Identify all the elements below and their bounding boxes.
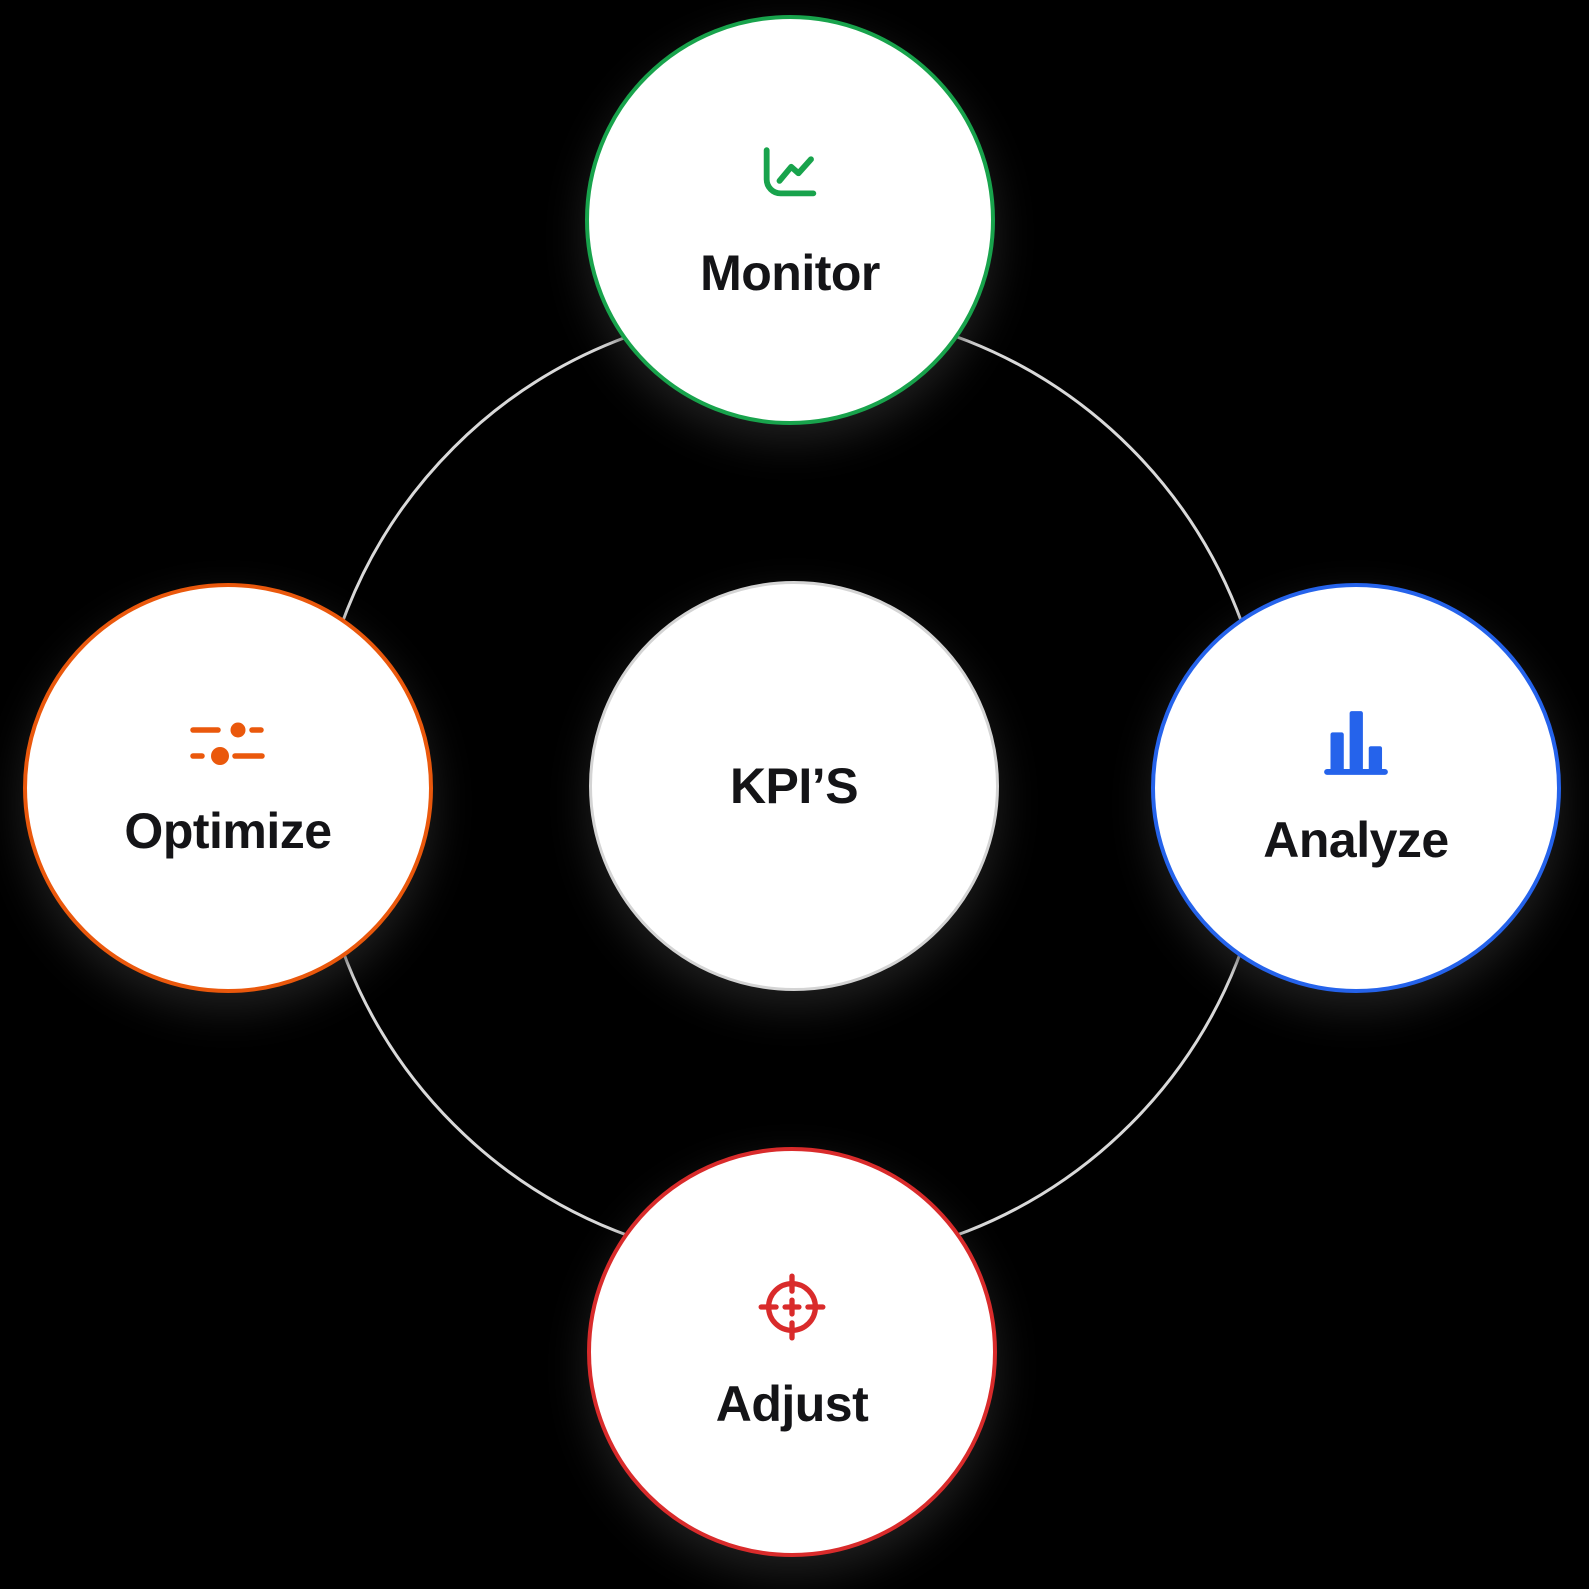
node-label-kpis: KPI’S xyxy=(729,757,859,814)
node-label-monitor: Monitor xyxy=(700,244,880,301)
node-monitor: Monitor xyxy=(585,15,995,425)
crosshair-icon xyxy=(758,1273,826,1341)
node-label-analyze: Analyze xyxy=(1263,811,1449,868)
node-analyze: Analyze xyxy=(1151,583,1561,993)
node-adjust: Adjust xyxy=(587,1147,997,1557)
node-kpis: KPI’S xyxy=(589,581,999,991)
node-optimize: Optimize xyxy=(23,583,433,993)
node-label-adjust: Adjust xyxy=(715,1375,869,1432)
sliders-icon xyxy=(189,718,267,768)
node-label-optimize: Optimize xyxy=(124,802,332,859)
bar-chart-icon xyxy=(1322,709,1390,777)
line-chart-icon xyxy=(755,140,825,210)
